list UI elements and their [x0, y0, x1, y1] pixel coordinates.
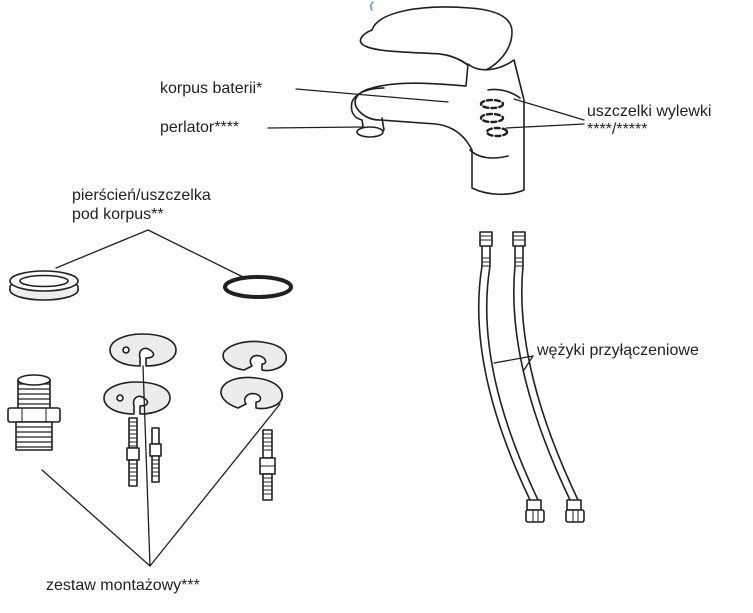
threaded-nipple-icon — [8, 375, 60, 450]
leader-hoses-a — [494, 356, 533, 363]
horseshoe-clip-1-icon — [110, 334, 176, 366]
label-aerator: perlator**** — [160, 119, 239, 137]
leader-kit-3 — [150, 404, 280, 566]
stud-2-icon — [150, 428, 161, 482]
label-spout-seals-line2: ****/***** — [587, 121, 647, 139]
label-hoses: wężyki przyłączeniowe — [537, 342, 699, 360]
hose-left-icon — [479, 232, 544, 522]
label-mounting-kit: zestaw montażowy*** — [46, 577, 200, 595]
leader-ring-a — [56, 230, 148, 268]
faucet-lever — [360, 7, 512, 74]
stud-1-icon — [127, 418, 139, 486]
horseshoe-clip-2-icon — [104, 382, 170, 414]
aerator-icon — [357, 127, 383, 137]
label-body: korpus baterii* — [160, 80, 262, 98]
label-ring-line2: pod korpus** — [72, 206, 164, 224]
horseshoe-clip-4-icon — [221, 377, 282, 408]
horseshoe-clip-3-icon — [223, 341, 286, 370]
label-ring-line1: pierścień/uszczelka — [72, 187, 211, 205]
ring-thick-icon — [10, 271, 78, 300]
leader-aerator — [268, 127, 362, 128]
stud-3-icon — [260, 430, 275, 500]
o-ring-icon — [225, 277, 291, 297]
leader-ring-b — [148, 230, 243, 277]
top-accent-mark — [371, 2, 373, 10]
hose-right-icon — [513, 232, 584, 522]
label-spout-seals-line1: uszczelki wylewki — [587, 103, 711, 121]
